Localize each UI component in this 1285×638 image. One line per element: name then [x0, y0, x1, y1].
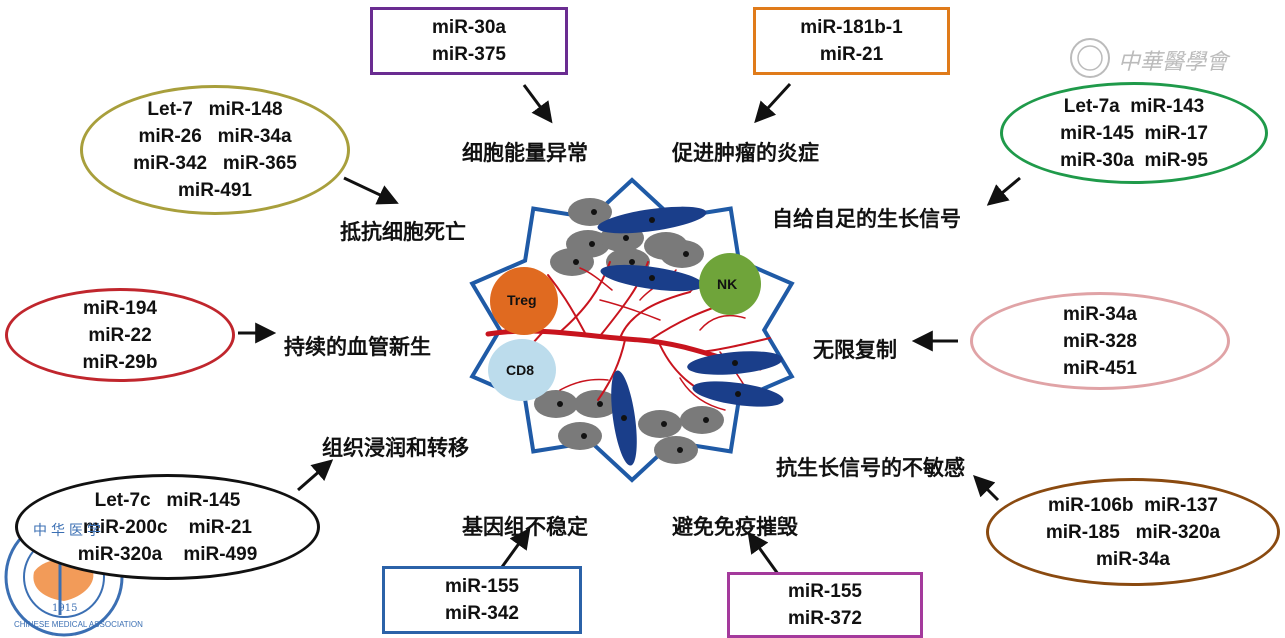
mirna-line: miR-30a	[432, 17, 506, 38]
mirna-line: miR-155	[445, 576, 519, 597]
cma-watermark-top-right: 中華醫學會	[1118, 50, 1229, 75]
gray-cell	[638, 410, 682, 438]
mirna-line: miR-29b	[82, 351, 158, 373]
cell-nucleus	[732, 360, 738, 366]
nk-cell	[699, 253, 761, 315]
gray-cell	[534, 390, 578, 418]
mirna-line: miR-185 miR-320a	[1045, 521, 1221, 543]
arrow-apoptosis	[343, 176, 399, 205]
gray-cell	[660, 240, 704, 268]
arrow-invasion	[297, 459, 334, 492]
mirna-line: miR-491	[178, 180, 252, 201]
hallmark-replication: 无限复制	[813, 337, 897, 362]
mirna-line: miR-155	[788, 581, 862, 602]
hallmark-angiogenesis: 持续的血管新生	[284, 334, 431, 359]
mirna-oval-angiogenesis: miR-194 miR-22 miR-29b	[5, 288, 235, 382]
cell-nucleus	[581, 433, 587, 439]
cell-nucleus	[703, 417, 709, 423]
hallmark-invasion: 组织浸润和转移	[322, 435, 469, 460]
mirna-box-energy: miR-30a miR-375	[370, 7, 568, 75]
hallmark-antigrowth: 抗生长信号的不敏感	[776, 455, 965, 480]
cell-nucleus	[589, 241, 595, 247]
cell-nucleus	[623, 235, 629, 241]
mirna-line: miR-342 miR-365	[133, 153, 297, 174]
mirna-line: miR-145 miR-17	[1060, 122, 1208, 144]
mirna-line: miR-21	[819, 44, 884, 65]
gray-cells	[534, 198, 724, 464]
mirna-line: miR-451	[1063, 357, 1137, 379]
cma-seal-top-text: 中华医学	[33, 523, 105, 539]
mirna-line: miR-194	[83, 297, 157, 319]
mirna-line: miR-26 miR-34a	[138, 126, 292, 147]
arrow-immune	[747, 531, 780, 575]
arrow-growth	[986, 176, 1021, 206]
hallmark-apoptosis: 抵抗细胞死亡	[340, 219, 466, 244]
cell-nucleus	[597, 401, 603, 407]
mirna-oval-invasion: Let-7c miR-145 miR-200c miR-21 miR-320a mi…	[15, 474, 320, 580]
gray-cell	[654, 436, 698, 464]
arrow-genome	[500, 527, 531, 568]
cell-nucleus	[557, 401, 563, 407]
arrow-antigrowth	[973, 475, 1000, 502]
mirna-line: Let-7a miR-143	[1063, 95, 1205, 117]
cell-nucleus	[649, 217, 655, 223]
cd8-label: CD8	[506, 362, 535, 378]
cma-seal-year: 1915	[52, 603, 78, 614]
mirna-line: Let-7 miR-148	[147, 99, 283, 120]
cell-nucleus	[629, 259, 635, 265]
gray-cell	[558, 422, 602, 450]
gray-cell	[680, 406, 724, 434]
arrow-inflammation	[754, 82, 792, 124]
arrow-energy	[522, 84, 553, 124]
mirna-line: miR-22	[88, 324, 152, 346]
mirna-line: miR-375	[432, 44, 506, 65]
blue-cells	[597, 206, 784, 466]
cell-nucleus	[735, 391, 741, 397]
mirna-box-inflammation: miR-181b-1 miR-21	[753, 7, 950, 75]
mirna-line: miR-342	[445, 603, 519, 624]
cd8-cell	[488, 339, 556, 401]
cell-nucleus	[661, 421, 667, 427]
mirna-line: miR-200c miR-21	[83, 516, 252, 538]
hallmark-inflammation: 促进肿瘤的炎症	[672, 140, 819, 165]
cma-emblem-watermark	[1070, 38, 1110, 78]
nk-label: NK	[717, 276, 738, 292]
mirna-line: miR-34a	[1063, 303, 1137, 325]
hallmark-energy: 细胞能量异常	[462, 140, 588, 165]
mirna-line: miR-372	[788, 608, 862, 629]
hallmark-immune: 避免免疫摧毁	[672, 514, 798, 539]
mirna-box-genome: miR-155 miR-342	[382, 566, 582, 634]
cell-nucleus	[649, 275, 655, 281]
mirna-oval-antigrowth: miR-106b miR-137 miR-185 miR-320a miR-34a	[986, 478, 1280, 586]
mirna-line: miR-106b miR-137	[1047, 494, 1218, 516]
cell-nucleus	[621, 415, 627, 421]
treg-label: Treg	[507, 292, 537, 308]
mirna-oval-apoptosis: Let-7 miR-148 miR-26 miR-34a miR-342 miR-3…	[80, 85, 350, 215]
cell-nucleus	[683, 251, 689, 257]
hallmark-growth-signal: 自给自足的生长信号	[772, 206, 961, 231]
mirna-line: miR-30a miR-95	[1060, 149, 1208, 171]
hallmark-genome: 基因组不稳定	[462, 514, 588, 539]
mirna-line: miR-320a miR-499	[77, 543, 258, 565]
mirna-line: miR-181b-1	[800, 17, 903, 38]
gray-cell	[574, 390, 618, 418]
gray-cell	[568, 198, 612, 226]
mirna-oval-replication: miR-34a miR-328 miR-451	[970, 292, 1230, 390]
cma-seal-bottom-text: CHINESE MEDICAL ASSOCIATION	[14, 620, 143, 629]
mirna-line: Let-7c miR-145	[94, 489, 241, 511]
cell-nucleus	[677, 447, 683, 453]
mirna-line: miR-328	[1063, 330, 1137, 352]
cell-nucleus	[573, 259, 579, 265]
treg-cell	[490, 267, 558, 335]
mirna-oval-growth-signal: Let-7a miR-143 miR-145 miR-17 miR-30a miR-…	[1000, 82, 1268, 184]
mirna-line: miR-34a	[1096, 548, 1170, 570]
mirna-box-immune: miR-155 miR-372	[727, 572, 923, 638]
cell-nucleus	[591, 209, 597, 215]
